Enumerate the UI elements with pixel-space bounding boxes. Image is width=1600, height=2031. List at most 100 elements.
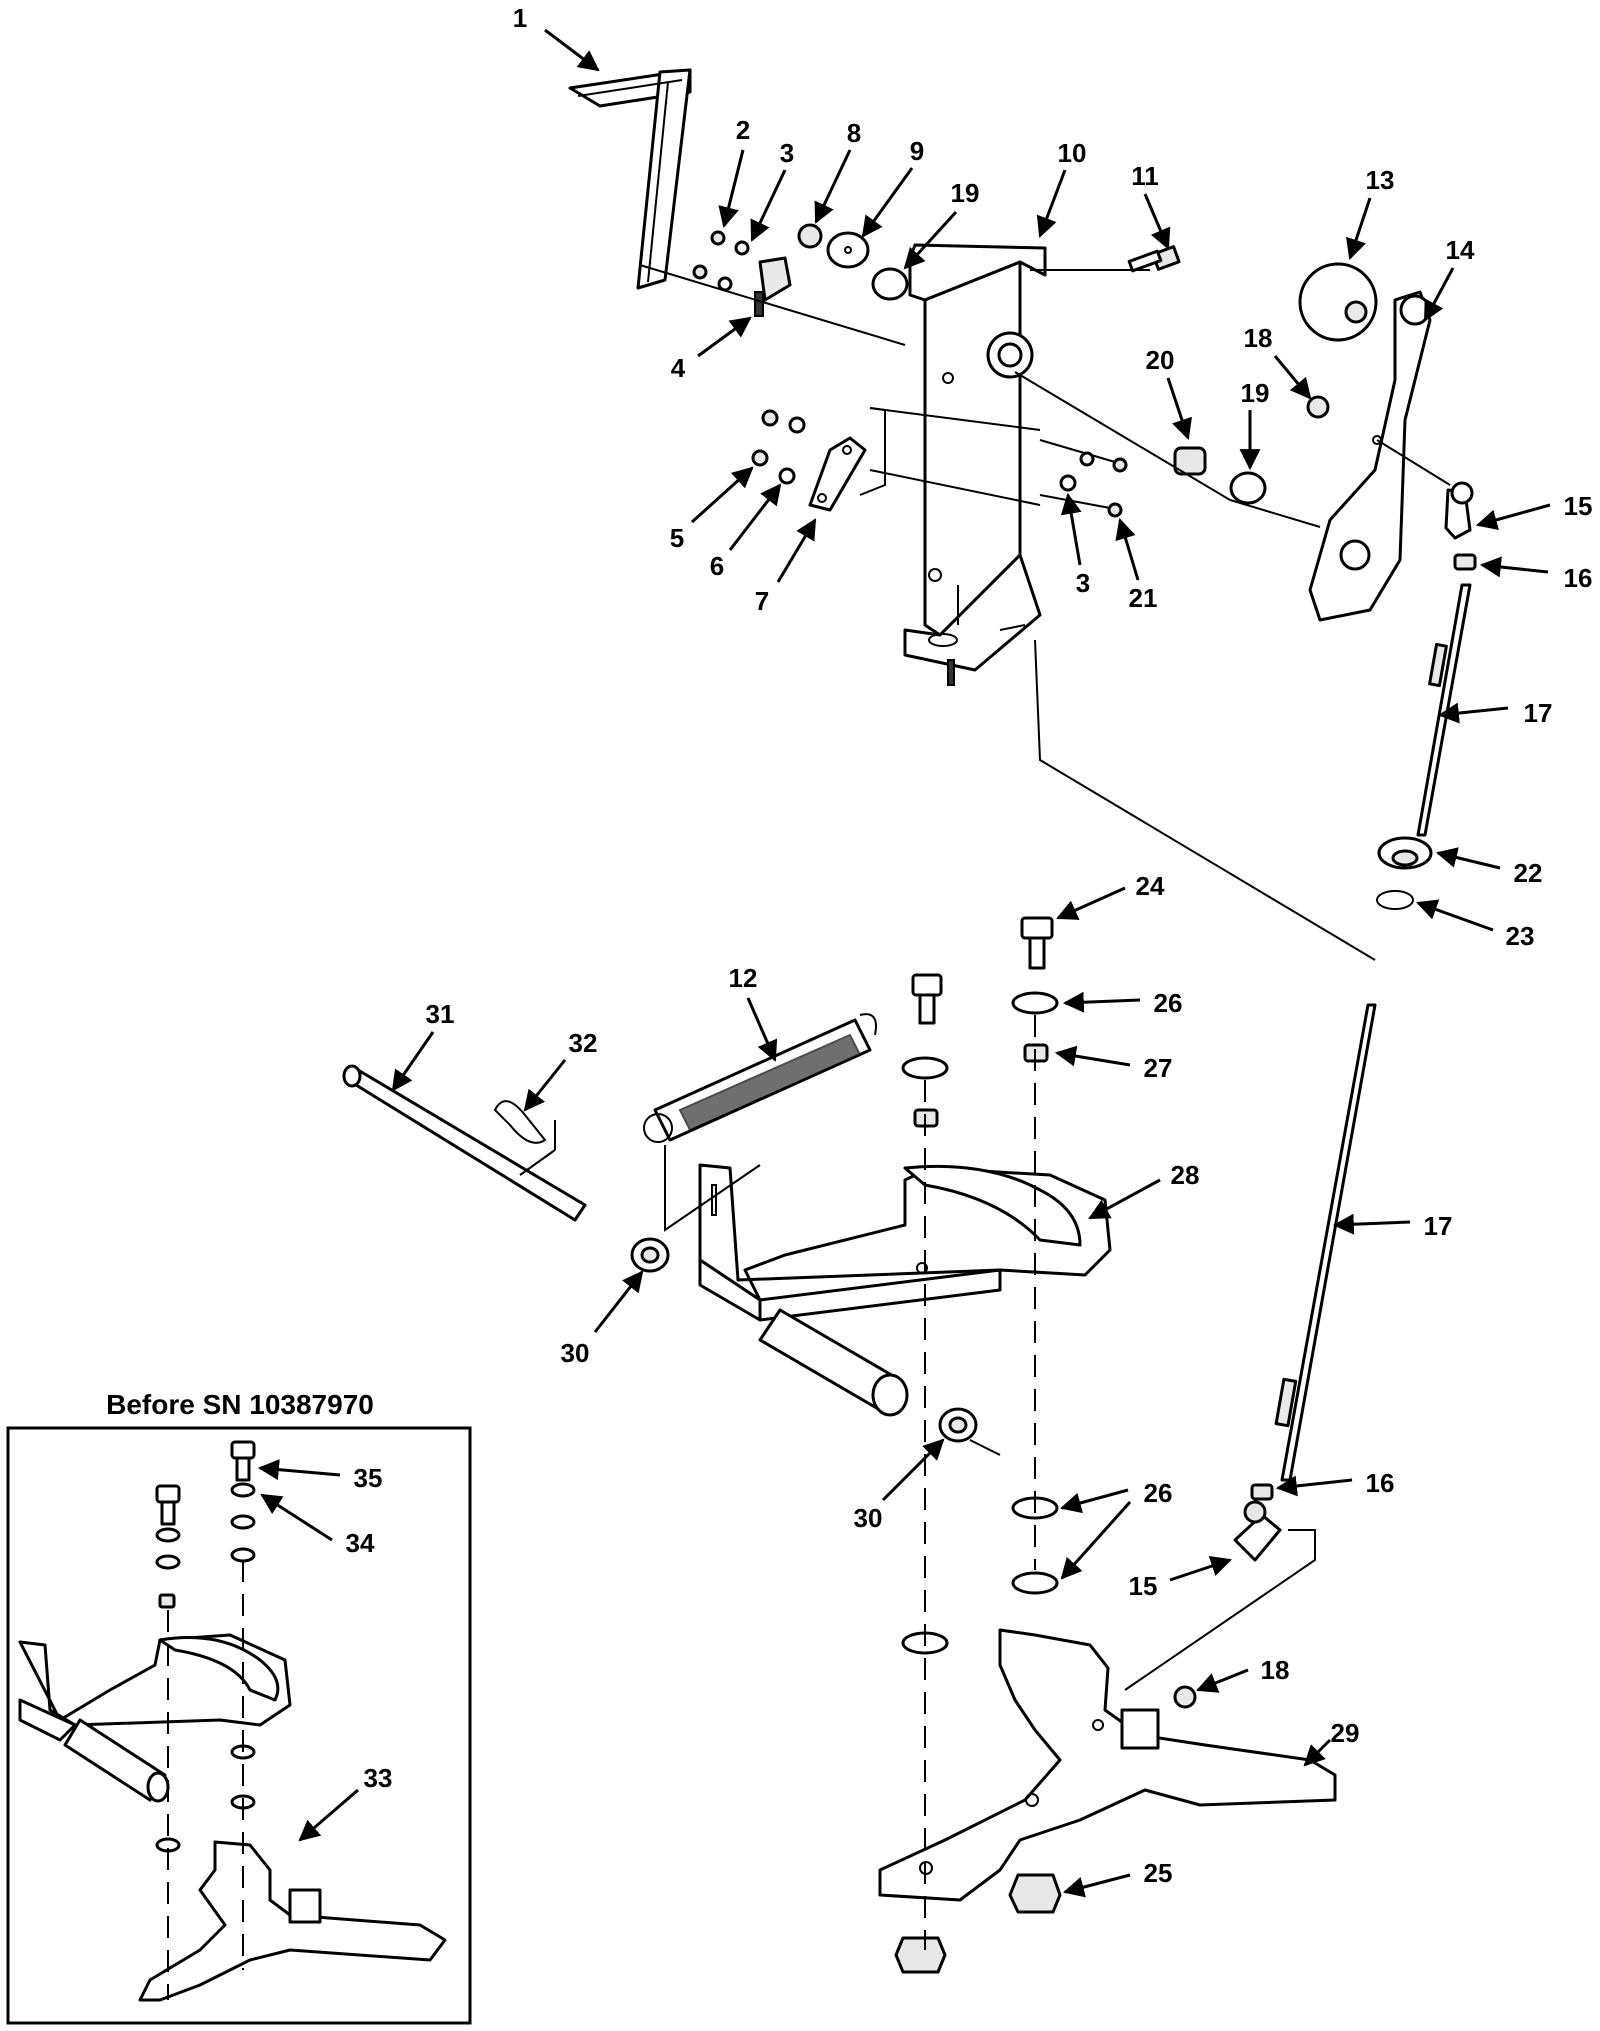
callout-label: 13 (1366, 165, 1395, 195)
callout-arrow (1273, 355, 1312, 400)
callout-arrow (1437, 702, 1509, 724)
callout-arrow (544, 28, 600, 72)
callout-arrow (1062, 991, 1141, 1013)
callout-label: 22 (1514, 858, 1543, 888)
callout-label: 29 (1331, 1718, 1360, 1748)
callout-arrow (1332, 1213, 1411, 1235)
callout-c14: 14 (1423, 235, 1475, 322)
callout-label: 6 (710, 551, 724, 581)
callout-arrow (1054, 1045, 1131, 1067)
callout-arrow (776, 518, 817, 583)
callout-arrow (1416, 899, 1494, 932)
part-5-nut (751, 409, 779, 467)
callout-label: 35 (354, 1463, 383, 1493)
callout-c16b: 16 (1275, 1468, 1395, 1498)
callout-c4: 4 (671, 316, 752, 383)
part-3-washer-lower (1059, 451, 1095, 492)
callout-label: 8 (847, 118, 861, 148)
callout-label: 27 (1144, 1053, 1173, 1083)
callout-arrow (903, 210, 958, 270)
callout-arrow (1059, 1488, 1129, 1514)
callout-c29: 29 (1303, 1718, 1360, 1767)
callout-label: 16 (1366, 1468, 1395, 1498)
part-32-pin (493, 1100, 556, 1150)
alignment-lines (639, 264, 1451, 961)
callout-c19b: 19 (1239, 378, 1269, 471)
callout-c6: 6 (710, 483, 782, 581)
part-12-spring (643, 1013, 877, 1143)
inset-title: Before SN 10387970 (106, 1389, 374, 1420)
callout-c17b: 17 (1332, 1211, 1453, 1241)
callout-arrow (1036, 169, 1067, 238)
callout-label: 28 (1171, 1160, 1200, 1190)
part-7-link (808, 436, 867, 512)
callout-label: 15 (1129, 1571, 1158, 1601)
callout-c31: 31 (391, 999, 454, 1092)
callout-c5: 5 (670, 466, 754, 553)
callout-arrow (1479, 556, 1549, 578)
callout-arrow (1196, 1668, 1249, 1693)
callout-arrow (728, 483, 782, 551)
callout-c25: 25 (1062, 1858, 1172, 1898)
callout-label: 5 (670, 523, 684, 553)
callout-label: 20 (1146, 345, 1175, 375)
part-tube (758, 1308, 909, 1417)
callout-c30a: 30 (561, 1270, 644, 1368)
part-4-switch (754, 256, 792, 317)
callout-arrow (1166, 377, 1192, 440)
part-16-nut (1250, 553, 1477, 1501)
callout-c35: 35 (257, 1459, 383, 1493)
callout-arrow (1062, 1873, 1131, 1898)
callout-c16a: 16 (1479, 556, 1593, 593)
part-14-lever (1308, 290, 1432, 622)
callout-label: 10 (1058, 138, 1087, 168)
callout-c3a: 3 (750, 138, 794, 242)
callout-label: 11 (1131, 161, 1159, 191)
callout-label: 4 (671, 353, 686, 383)
part-11-bolt (1127, 245, 1181, 273)
callout-label: 3 (780, 138, 794, 168)
part-24-bolt (911, 916, 1054, 1025)
callout-arrow (1143, 193, 1171, 250)
part-18-nut (1173, 395, 1330, 1709)
callout-arrow (1060, 492, 1082, 566)
part-8-nut (797, 223, 823, 249)
callout-label: 26 (1144, 1478, 1173, 1508)
callout-c22: 22 (1435, 847, 1543, 888)
part-6-washer (778, 416, 806, 485)
callout-label: 3 (1076, 568, 1090, 598)
callout-c23: 23 (1416, 899, 1534, 951)
callout-arrow (1435, 847, 1501, 870)
callout-arrow (523, 1059, 567, 1112)
callout-label: 21 (1129, 583, 1158, 613)
callout-arrow (1423, 267, 1455, 322)
callout-arrow (1088, 1178, 1161, 1220)
callout-arrow (718, 149, 745, 229)
callout-arrow (1169, 1556, 1232, 1582)
callout-c15b: 15 (1129, 1556, 1232, 1601)
callout-c18a: 18 (1244, 323, 1312, 400)
part-10-bracket (903, 243, 1047, 686)
callout-label: 17 (1424, 1211, 1453, 1241)
callout-label: 24 (1136, 871, 1165, 901)
part-9-washer (826, 231, 870, 269)
callout-c8: 8 (814, 118, 861, 224)
callout-c19a: 19 (903, 178, 980, 270)
callout-label: 26 (1154, 988, 1183, 1018)
lower-alignment-lines (664, 1015, 1316, 1950)
inset-box (6, 1426, 472, 2025)
callout-c33: 33 (298, 1763, 392, 1842)
callout-label: 17 (1524, 698, 1553, 728)
callout-c34: 34 (260, 1493, 375, 1558)
part-30-bushing (630, 1237, 978, 1443)
callout-arrow (697, 316, 752, 358)
callout-c12: 12 (729, 963, 778, 1062)
callout-label: 15 (1564, 491, 1593, 521)
callout-arrow (690, 466, 754, 524)
part-17-rod (1274, 583, 1472, 1482)
callout-arrow (1060, 1500, 1132, 1580)
callout-label: 19 (951, 178, 980, 208)
callout-label: 16 (1564, 563, 1593, 593)
